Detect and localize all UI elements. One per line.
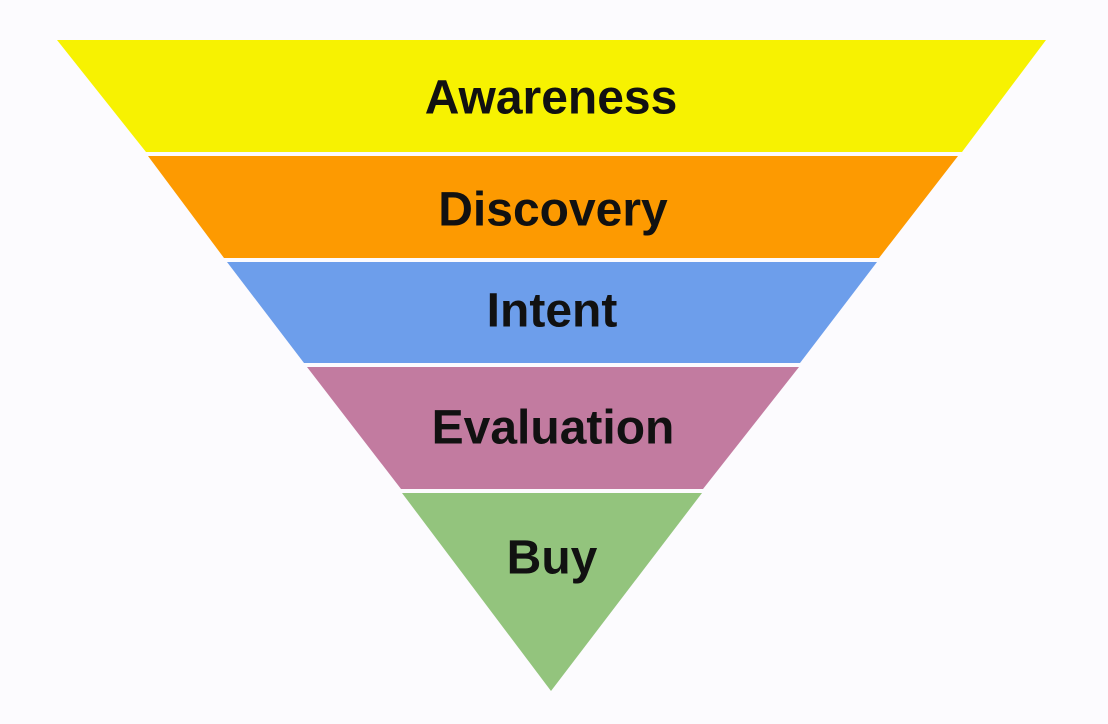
funnel-stage-discovery: Discovery [148, 156, 958, 258]
stage-label-evaluation: Evaluation [432, 402, 675, 455]
stage-band-intent [227, 262, 877, 363]
funnel-stage-awareness: Awareness [57, 40, 1046, 152]
stage-label-awareness: Awareness [425, 72, 678, 125]
stage-band-discovery [148, 156, 958, 258]
funnel-stage-buy: Buy [402, 493, 702, 691]
stage-band-evaluation [307, 367, 799, 489]
stage-band-awareness [57, 40, 1046, 152]
funnel-stage-evaluation: Evaluation [307, 367, 799, 489]
stage-band-buy [402, 493, 702, 691]
stage-label-buy: Buy [507, 532, 598, 585]
stage-label-intent: Intent [487, 285, 618, 338]
funnel-stage-intent: Intent [227, 262, 877, 363]
stage-label-discovery: Discovery [438, 184, 668, 237]
